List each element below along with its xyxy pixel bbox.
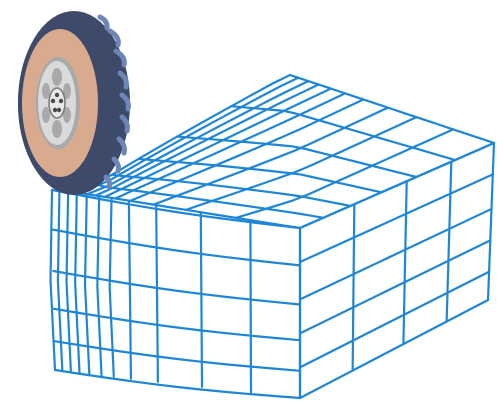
mesh-front-horizontal-2 [53, 271, 300, 305]
mesh-right-horizontal-5 [300, 300, 488, 398]
mesh-front-vertical-1 [58, 191, 62, 371]
tire-icon [18, 11, 130, 195]
mesh-top-width-6 [290, 75, 494, 143]
mesh-front-horizontal-5 [55, 370, 300, 398]
mesh-right-horizontal-1 [300, 174, 493, 262]
hub [49, 88, 65, 118]
mesh-front-vertical-2 [67, 192, 71, 371]
mesh-top-width-5 [231, 106, 455, 160]
mesh-front-vertical-0 [51, 190, 56, 370]
mesh-front-horizontal-4 [55, 341, 300, 371]
mesh-right-vertical-2 [403, 181, 406, 344]
mesh-front-horizontal-1 [53, 230, 300, 266]
mesh-right-vertical-4 [488, 143, 494, 300]
mesh-top-width-2 [112, 175, 350, 206]
mesh-right-vertical-1 [353, 204, 355, 370]
mesh-right-vertical-3 [447, 162, 452, 322]
mesh-top-depth-5 [115, 93, 345, 198]
mesh-front-horizontal-3 [54, 309, 300, 340]
